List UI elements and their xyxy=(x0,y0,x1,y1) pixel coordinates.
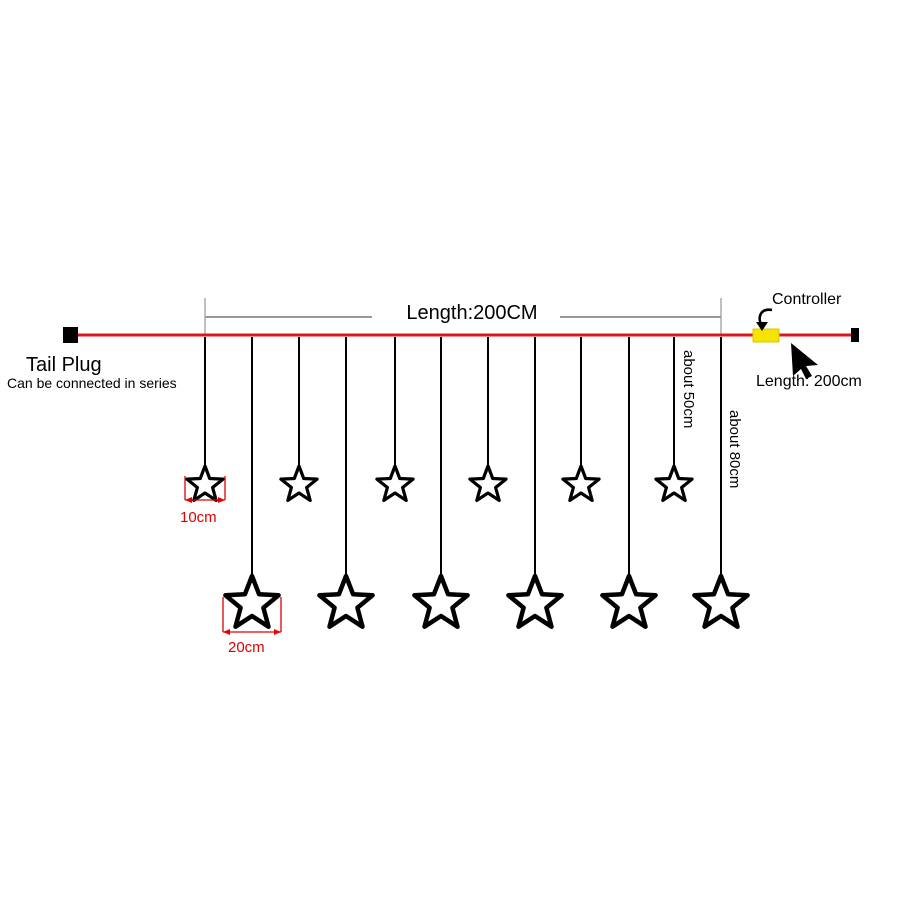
small-star-2 xyxy=(279,464,319,502)
length-label: Length:200CM xyxy=(406,302,537,324)
small-star-1 xyxy=(185,464,225,502)
large-star-6 xyxy=(692,573,750,629)
large-star-5 xyxy=(600,573,658,629)
large-star-4 xyxy=(506,573,564,629)
small-star-5 xyxy=(561,464,601,502)
tail-plug-note: Can be connected in series xyxy=(7,375,177,391)
drop-wires xyxy=(204,337,722,580)
small-star-3 xyxy=(375,464,415,502)
curved-arrow-icon xyxy=(756,308,773,331)
small-star-size-label: 10cm xyxy=(180,509,217,526)
small-star-4 xyxy=(468,464,508,502)
large-star-1 xyxy=(223,573,281,629)
length-dimension: Length:200CM xyxy=(204,298,722,336)
lead-length-label: Length: 200cm xyxy=(756,373,862,390)
long-drop-label: about 80cm xyxy=(726,410,743,488)
controller-label: Controller xyxy=(772,291,842,308)
tail-plug xyxy=(63,327,78,343)
stars xyxy=(185,464,750,629)
short-drop-label: about 50cm xyxy=(680,350,697,428)
small-star-size-marker xyxy=(184,476,226,503)
controller-box xyxy=(752,328,780,343)
large-star-size-marker xyxy=(222,597,282,635)
large-star-2 xyxy=(317,573,375,629)
arrow-pointer-icon xyxy=(791,343,818,379)
small-star-6 xyxy=(654,464,694,502)
tail-plug-label: Tail Plug xyxy=(26,354,102,376)
large-star-size-label: 20cm xyxy=(228,639,265,656)
input-plug xyxy=(851,328,859,342)
large-star-3 xyxy=(412,573,470,629)
